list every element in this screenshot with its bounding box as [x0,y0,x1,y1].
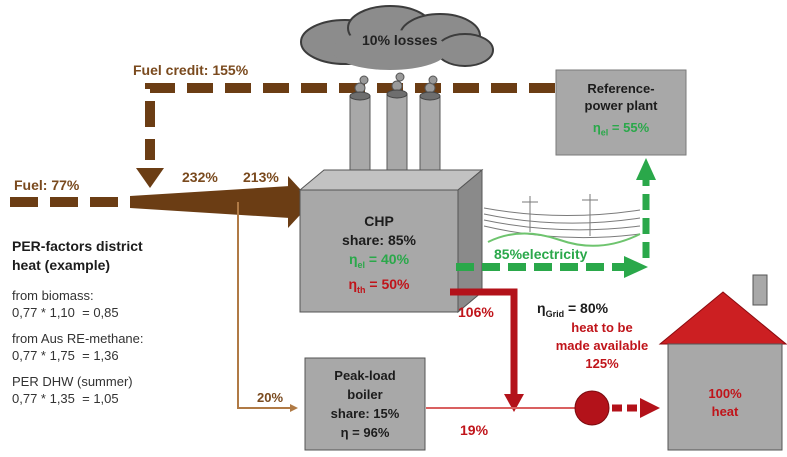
reference-plant-title: Reference- power plant [556,80,686,114]
chp-box [298,168,484,314]
chp-eta-th: ηth = 50% [348,275,410,295]
grid-line2: made available [555,338,649,353]
reference-eta-value: = 55% [608,120,650,135]
grid-line3: 125% [585,356,619,371]
per-factors-block: PER-factors district heat (example) from… [12,237,144,407]
grid-line1: heat to be [571,320,633,335]
boiler-fuel-branch [237,202,298,412]
house-heat-arrow [612,398,660,418]
chp-text: CHP share: 85% ηel = 40% ηth = 50% [300,212,458,300]
per-title: PER-factors district heat (example) [12,238,143,273]
per-item-methane: from Aus RE-methane: 0,77 * 1,75 = 1,36 [12,331,144,363]
boiler-box [304,357,426,451]
flow-chp-label: 213% [243,169,279,185]
fuel-label: Fuel: 77% [14,177,80,193]
house-text: 100% heat [668,385,782,421]
grid-node [574,390,610,426]
boiler-line1: Peak-load [334,368,396,383]
chp-title: CHP [364,213,394,229]
house-line2: heat [711,404,739,419]
main-fuel-flow [130,176,312,228]
electricity-flow [456,158,656,278]
chp-share: share: 85% [342,232,416,248]
per-item-biomass: from biomass: 0,77 * 1,10 = 0,85 [12,288,119,320]
reference-plant-eta: ηel = 55% [556,120,686,138]
boiler-share: share: 15% [330,406,400,421]
electricity-label: 85%electricity [494,246,588,262]
grid-eta: ηGrid = 80% [537,300,609,319]
chp-heat-flow [450,288,524,412]
fuel-credit-line [136,83,555,188]
chp-eta-el: ηel = 40% [348,251,410,270]
fuel-credit-label: Fuel credit: 155% [133,62,249,78]
boiler-line2: boiler [347,387,383,402]
chp-heat-label: 106% [458,304,494,320]
reference-plant-line1: Reference- [587,81,655,96]
reference-plant-line2: power plant [584,98,658,113]
cloud-shape [300,5,494,70]
reference-eta-symbol: η [592,120,601,135]
flow-boiler-label: 20% [257,390,284,405]
reference-plant-box [555,69,687,156]
boiler-heat-label: 19% [460,422,489,438]
house-line1: 100% [708,386,742,401]
per-item-dhw: PER DHW (summer) 0,77 * 1,35 = 1,05 [12,374,133,406]
boiler-text: Peak-load boiler share: 15% η = 96% [305,366,425,442]
flow-total-label: 232% [182,169,218,185]
reference-eta-sub: el [600,127,609,138]
boiler-eta: η = 96% [340,425,390,440]
cloud-label: 10% losses [362,32,438,48]
grid-text: heat to be made available 125% [532,319,672,373]
house-icon [658,274,787,451]
power-lines [483,194,641,247]
